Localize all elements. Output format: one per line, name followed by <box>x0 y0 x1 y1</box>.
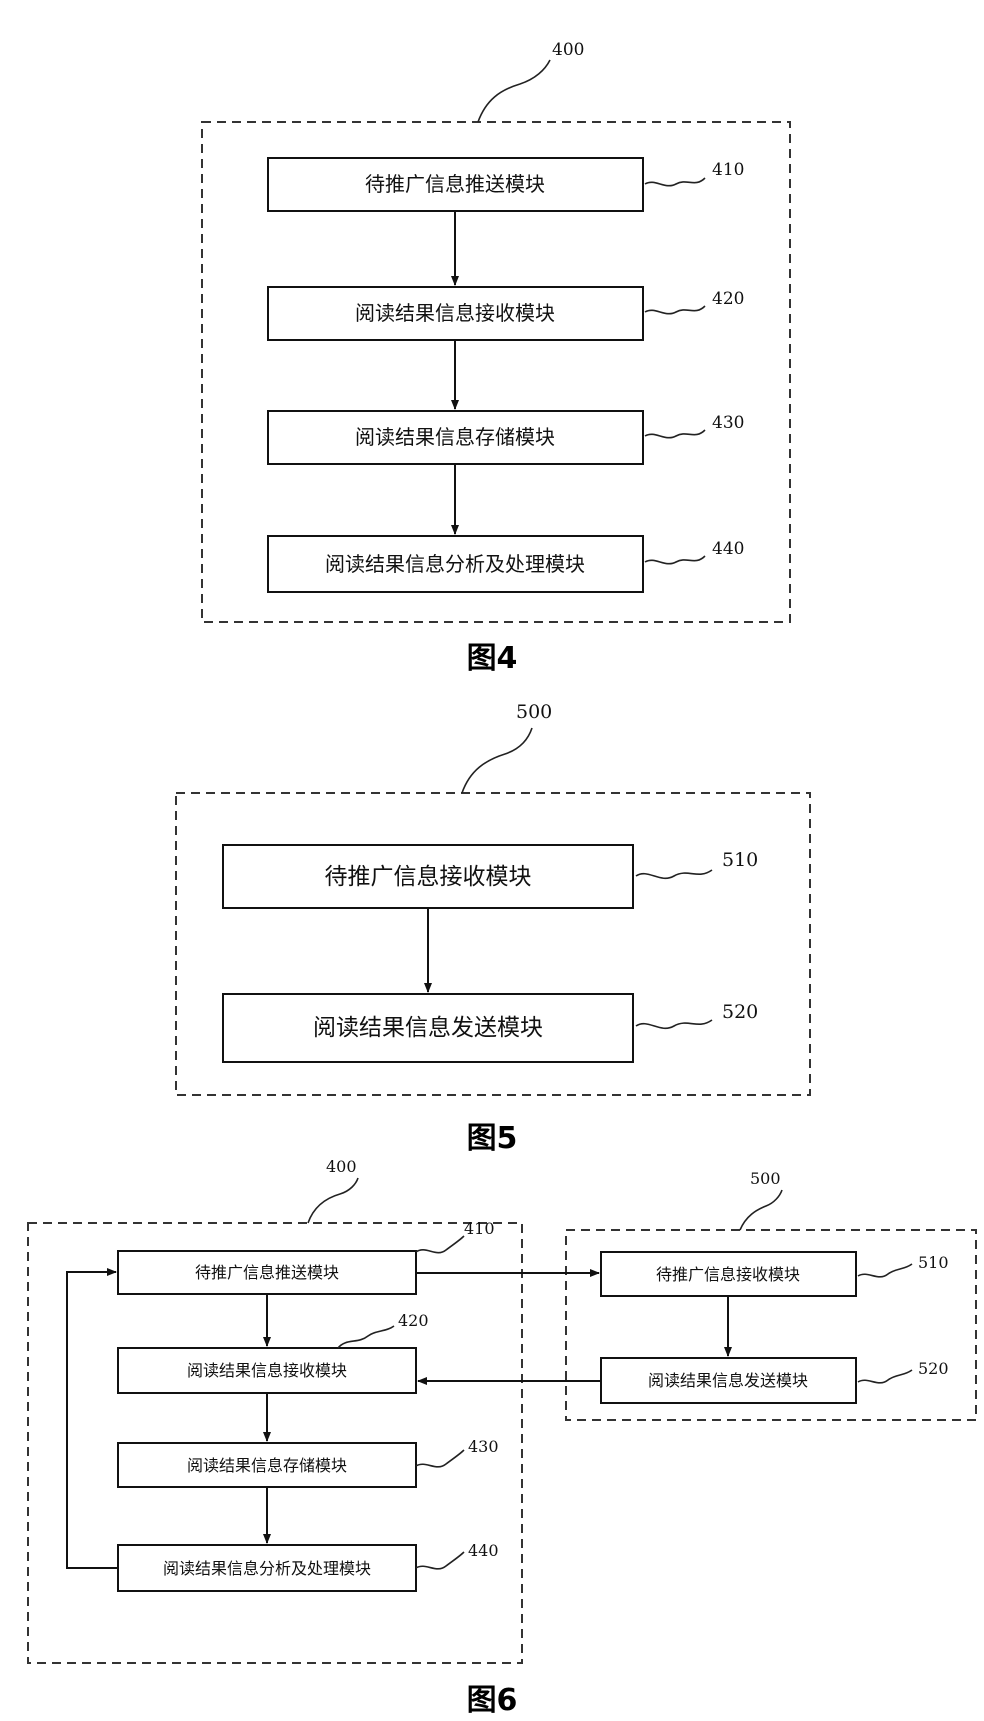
combined-module-520 <box>600 1357 857 1404</box>
ref-leader-500 <box>461 727 533 794</box>
container-400-combined <box>27 1222 523 1664</box>
module-510 <box>222 844 634 909</box>
ref-510: 510 <box>722 849 758 871</box>
ref-leader-520 <box>635 1019 713 1030</box>
feedback-loop-440-410 <box>66 1268 118 1569</box>
figure-5: 500 待推广信息接收模块 510 阅读结果信息发送模块 520 图5 <box>175 701 811 1156</box>
ref-leader-440-combined <box>415 1551 465 1570</box>
container-500 <box>175 792 811 1096</box>
module-510-label: 待推广信息接收模块 <box>325 864 532 890</box>
container-400 <box>201 121 791 623</box>
figure-4: 400 待推广信息推送模块 410 阅读结果信息接收模块 420 阅读结果信息存… <box>201 40 791 676</box>
ref-leader-420 <box>644 305 706 315</box>
module-410-label: 待推广信息推送模块 <box>365 172 545 196</box>
ref-leader-440 <box>644 555 706 565</box>
ref-leader-400-combined <box>307 1177 359 1224</box>
combined-module-420 <box>117 1347 417 1394</box>
combined-module-510 <box>600 1251 857 1297</box>
module-430 <box>267 410 644 465</box>
ref-leader-430-combined <box>415 1449 465 1468</box>
module-430-label: 阅读结果信息存储模块 <box>355 425 555 449</box>
ref-500-combined: 500 <box>750 1169 781 1188</box>
ref-leader-410 <box>644 177 706 187</box>
ref-leader-520-combined <box>857 1369 913 1384</box>
ref-400: 400 <box>552 40 584 60</box>
ref-440: 440 <box>712 539 744 559</box>
combined-module-410-label: 待推广信息推送模块 <box>195 1263 339 1282</box>
ref-leader-400 <box>477 59 551 123</box>
ref-leader-430 <box>644 429 706 439</box>
combined-module-520-label: 阅读结果信息发送模块 <box>648 1371 808 1390</box>
combined-module-510-label: 待推广信息接收模块 <box>656 1265 800 1284</box>
module-420 <box>267 286 644 341</box>
combined-module-430 <box>117 1442 417 1488</box>
ref-520: 520 <box>722 1001 758 1023</box>
module-420-label: 阅读结果信息接收模块 <box>355 301 555 325</box>
figure-6: 400 待推广信息推送模块 410 阅读结果信息接收模块 420 阅读结果信息存… <box>27 1157 977 1718</box>
module-440 <box>267 535 644 593</box>
ref-430-combined: 430 <box>468 1437 499 1456</box>
ref-leader-510-combined <box>857 1263 913 1278</box>
ref-410: 410 <box>712 160 744 180</box>
ref-leader-510 <box>635 869 713 880</box>
module-520-label: 阅读结果信息发送模块 <box>313 1015 543 1041</box>
figure-5-caption: 图5 <box>467 1121 518 1156</box>
ref-leader-420-combined <box>337 1325 395 1349</box>
ref-430: 430 <box>712 413 744 433</box>
combined-module-420-label: 阅读结果信息接收模块 <box>187 1361 347 1380</box>
figure-4-caption: 图4 <box>467 641 518 676</box>
ref-520-combined: 520 <box>918 1359 949 1378</box>
figure-6-caption: 图6 <box>467 1683 518 1718</box>
ref-410-combined: 410 <box>464 1219 495 1238</box>
combined-module-410 <box>117 1250 417 1295</box>
combined-module-430-label: 阅读结果信息存储模块 <box>187 1456 347 1475</box>
ref-500: 500 <box>516 701 552 723</box>
combined-module-440-label: 阅读结果信息分析及处理模块 <box>163 1559 371 1578</box>
ref-420-combined: 420 <box>398 1311 429 1330</box>
ref-420: 420 <box>712 289 744 309</box>
ref-leader-410-combined <box>415 1235 465 1254</box>
module-440-label: 阅读结果信息分析及处理模块 <box>325 552 585 576</box>
ref-510-combined: 510 <box>918 1253 949 1272</box>
ref-400-combined: 400 <box>326 1157 357 1176</box>
ref-440-combined: 440 <box>468 1541 499 1560</box>
ref-leader-500-combined <box>739 1189 783 1231</box>
module-520 <box>222 993 634 1063</box>
